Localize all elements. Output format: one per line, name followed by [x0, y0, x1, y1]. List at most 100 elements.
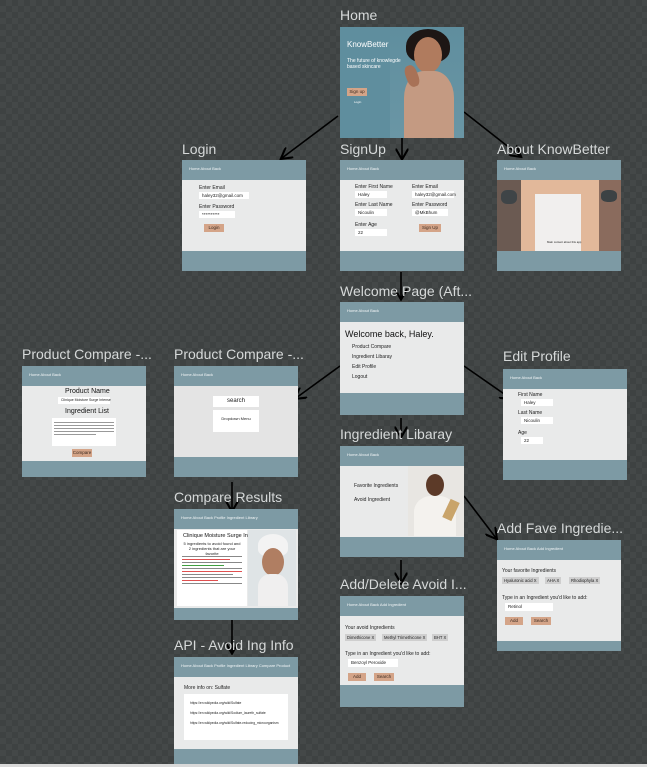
- navbar: Home About Back: [182, 160, 306, 180]
- frame-title-ingredient-library: Ingredient Libaray: [340, 426, 453, 442]
- fave-chip[interactable]: Rhodiophyla X: [569, 577, 601, 584]
- navbar: Home About Back: [340, 160, 464, 180]
- avoid-prompt: Type in an Ingredient you'd like to add:: [345, 651, 431, 657]
- home-signup-button[interactable]: Sign up: [347, 88, 367, 96]
- footer: [22, 461, 146, 477]
- fave-heading: Your favorite Ingredients: [502, 568, 557, 574]
- api-heading: More info on: Sulfate: [184, 685, 231, 691]
- avoid-search-button[interactable]: Search: [374, 673, 394, 681]
- link-product-compare[interactable]: Product Compare: [352, 344, 392, 350]
- nav-links[interactable]: Home About Back: [181, 372, 214, 377]
- email-label: Enter Email: [199, 185, 225, 191]
- api-link[interactable]: https://en.wikipedia.org/wiki/Sodium_lau…: [190, 711, 266, 715]
- footer: [174, 608, 298, 620]
- navbar: Home About Back: [340, 446, 464, 466]
- first-name-field[interactable]: Haley: [355, 191, 387, 198]
- password-field[interactable]: **********: [199, 211, 235, 218]
- signup-email-field[interactable]: haley32@gmail.com: [412, 191, 456, 198]
- api-links-panel: https://en.wikipedia.org/wiki/Sulfate ht…: [184, 694, 288, 740]
- home-login-link[interactable]: Login: [354, 100, 362, 104]
- dropdown-menu[interactable]: Dropdown Menu: [213, 410, 259, 432]
- avoid-chip[interactable]: Dimethicone X: [345, 634, 377, 641]
- signup-password-field[interactable]: @MkBhum: [412, 209, 448, 216]
- link-avoid-ingredient[interactable]: Avoid Ingredient: [354, 497, 391, 503]
- ingredient-list-textarea[interactable]: [52, 418, 116, 446]
- frame-title-edit-profile: Edit Profile: [503, 348, 571, 364]
- fave-ingredient-input[interactable]: Retinol: [505, 603, 553, 611]
- frame-title-add-fave: Add Fave Ingredie...: [497, 520, 624, 536]
- results-summary: 5 ingredients to avoid found and 2 ingre…: [183, 541, 241, 556]
- frame-title-login: Login: [182, 141, 217, 157]
- fave-chip[interactable]: AHA X: [545, 577, 562, 584]
- ingredient-list-label: Ingredient List: [65, 408, 109, 415]
- fave-chip[interactable]: Hyaluronic acid X: [502, 577, 539, 584]
- results-panel: Clinique Moisture Surge Intense 5 ingred…: [177, 530, 261, 606]
- frame-title-compare-left: Product Compare -...: [22, 346, 152, 362]
- nav-links[interactable]: Home About Back: [347, 308, 380, 313]
- frame-title-home: Home: [340, 7, 378, 23]
- welcome-heading: Welcome back, Haley.: [345, 329, 434, 339]
- avoid-ingredient-input[interactable]: Benzoyl Peroxide: [348, 659, 398, 667]
- results-product-name: Clinique Moisture Surge Intense: [183, 533, 262, 539]
- avoid-add-button[interactable]: Add: [348, 673, 366, 681]
- fave-prompt: Type in an Ingredient you'd like to add:: [502, 595, 588, 601]
- nav-links[interactable]: Home About Back: [189, 166, 222, 171]
- arrow-library-fave: [463, 495, 496, 538]
- nav-links[interactable]: Home About Back: [504, 166, 537, 171]
- signup-button[interactable]: Sign Up: [419, 224, 441, 232]
- link-ingredient-library[interactable]: Ingredient Libaray: [352, 354, 393, 360]
- nav-links[interactable]: Home About Back Add Ingredient: [504, 546, 563, 551]
- nav-links[interactable]: Home About Back Profile Ingredient Libra…: [181, 515, 258, 520]
- navbar: Home About Back: [174, 366, 298, 386]
- search-input[interactable]: search: [213, 396, 259, 407]
- footer: [503, 460, 627, 480]
- frame-title-about: About KnowBetter: [497, 141, 610, 157]
- hero-image: [390, 27, 464, 138]
- first-name-label: Enter First Name: [355, 184, 393, 190]
- api-link[interactable]: https://en.wikipedia.org/wiki/Sulfate-re…: [190, 721, 279, 725]
- signup-email-label: Enter Email: [412, 184, 438, 190]
- link-favorite-ingredients[interactable]: Favorite Ingredients: [354, 483, 399, 489]
- navbar: Home About Back: [22, 366, 146, 386]
- bottom-scrollbar[interactable]: [0, 764, 647, 767]
- age-field[interactable]: 22: [355, 229, 387, 236]
- fave-add-button[interactable]: Add: [505, 617, 523, 625]
- fave-search-button[interactable]: Search: [531, 617, 551, 625]
- results-image: [248, 530, 296, 606]
- age-label: Enter Age: [355, 222, 377, 228]
- nav-links[interactable]: Home About Back: [347, 452, 380, 457]
- nav-links[interactable]: Home About Back: [510, 375, 543, 380]
- hero-tagline: The future of knowlegde based skincare: [347, 58, 401, 70]
- product-name-field[interactable]: Clinique Moisture Surge Intense: [58, 397, 111, 404]
- navbar: Home About Back Profile Ingredient Libra…: [174, 657, 298, 677]
- footer: [182, 251, 306, 271]
- footer: [497, 641, 621, 651]
- age-field[interactable]: 22: [521, 437, 543, 444]
- email-field[interactable]: haley32@gmail.com: [199, 192, 249, 199]
- last-name-label: Enter Last Name: [355, 202, 393, 208]
- avoid-chip[interactable]: BHT X: [432, 634, 449, 641]
- last-name-field[interactable]: Nicoulin: [355, 209, 387, 216]
- nav-links[interactable]: Home About Back: [347, 166, 380, 171]
- first-name-field[interactable]: Haley: [521, 399, 553, 406]
- frame-add-delete-avoid: Home About Back Add Ingredient Your avoi…: [340, 596, 464, 707]
- last-name-field[interactable]: Nicoulin: [521, 417, 553, 424]
- login-button[interactable]: Login: [204, 224, 224, 232]
- navbar: Home About Back: [340, 302, 464, 322]
- api-link[interactable]: https://en.wikipedia.org/wiki/Sulfate: [190, 701, 242, 705]
- nav-links[interactable]: Home About Back Profile Ingredient Libra…: [181, 663, 291, 668]
- navbar: Home About Back Add Ingredient: [497, 540, 621, 560]
- navbar: Home About Back: [497, 160, 621, 180]
- arrow-home-login: [282, 115, 339, 158]
- nav-links[interactable]: Home About Back Add Ingredient: [347, 602, 406, 607]
- link-logout[interactable]: Logout: [352, 374, 368, 380]
- avoid-chip[interactable]: Methyl Trimethicone X: [382, 634, 428, 641]
- brand-name: KnowBetter: [347, 40, 389, 49]
- frame-welcome: Home About Back Welcome back, Haley. Pro…: [340, 302, 464, 415]
- arrow-welcome-edit: [463, 365, 510, 398]
- compare-button[interactable]: Compare: [72, 449, 92, 457]
- nav-links[interactable]: Home About Back: [29, 372, 62, 377]
- link-edit-profile[interactable]: Edit Profile: [352, 364, 377, 370]
- frame-api-info: Home About Back Profile Ingredient Libra…: [174, 657, 298, 767]
- frame-compare-search: Home About Back search Dropdown Menu: [174, 366, 298, 477]
